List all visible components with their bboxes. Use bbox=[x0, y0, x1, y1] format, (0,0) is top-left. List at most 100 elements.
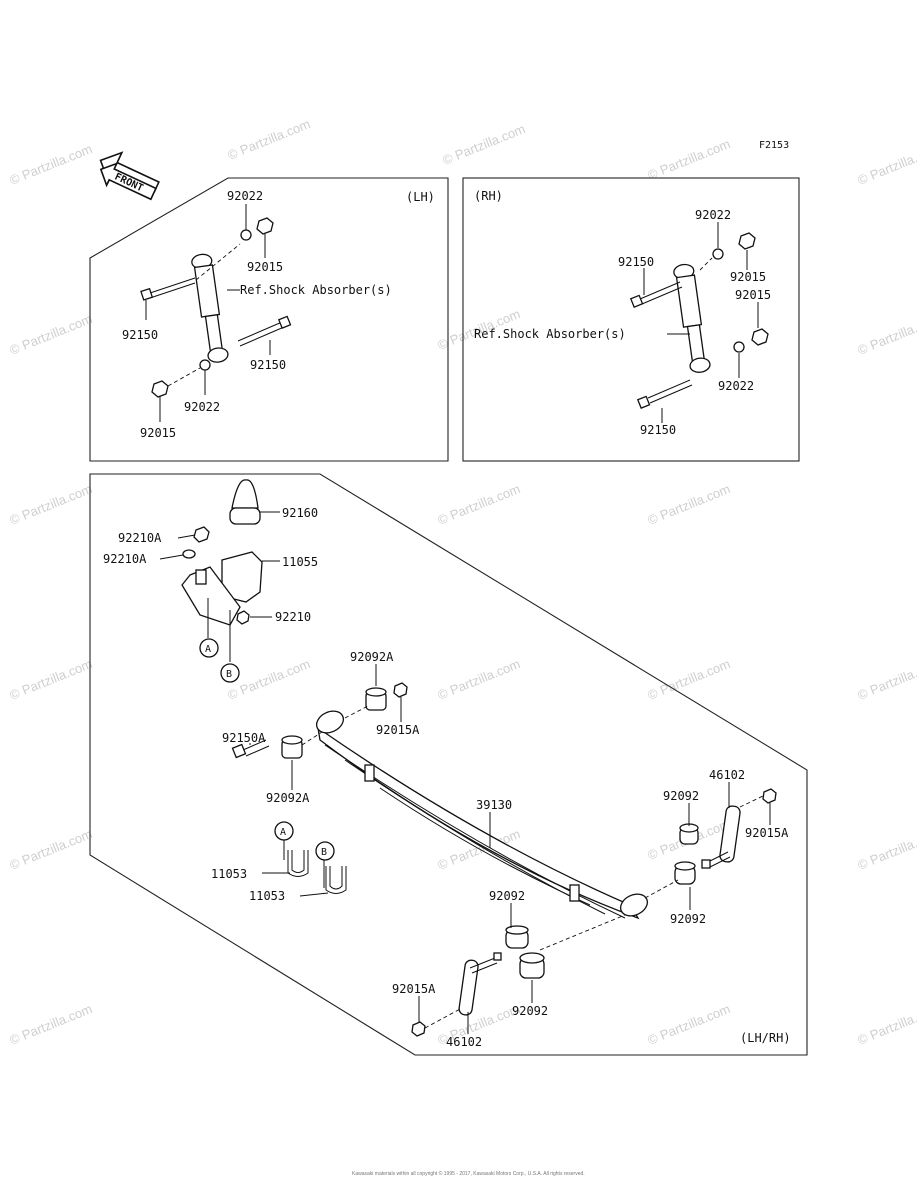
label-92022: 92022 bbox=[184, 400, 220, 414]
watermark: © Partzilla.com bbox=[436, 481, 523, 528]
leaf-spring-39130 bbox=[315, 710, 649, 920]
callout-b: B bbox=[226, 669, 232, 680]
callout-b-circle bbox=[315, 841, 335, 861]
bump-stop-92160 bbox=[229, 479, 280, 525]
bushing-92092-r1 bbox=[679, 823, 699, 845]
callout-a: A bbox=[280, 827, 286, 838]
rh-panel: (RH) 92022 92150 92015 bbox=[462, 177, 800, 462]
callout-b-circle bbox=[220, 663, 240, 683]
label-92150: 92150 bbox=[250, 358, 286, 372]
bushing-92092A-bot bbox=[281, 735, 303, 759]
label-92015: 92015 bbox=[247, 260, 283, 274]
bolt-92150-lh-bot bbox=[237, 315, 292, 347]
nut-92015A-right bbox=[762, 788, 777, 804]
label-92210A: 92210A bbox=[118, 531, 162, 545]
label-92092A: 92092A bbox=[350, 650, 394, 664]
nut-92015-rh-top bbox=[738, 232, 756, 250]
label-92150: 92150 bbox=[640, 423, 676, 437]
label-92015A: 92015A bbox=[376, 723, 420, 737]
watermark: © Partzilla.com bbox=[226, 656, 313, 703]
nut-92015A-left bbox=[411, 1021, 426, 1037]
shackle-46102-bottom bbox=[458, 952, 502, 1016]
washer-92210A bbox=[182, 549, 196, 559]
watermark: © Partzilla.com bbox=[8, 141, 95, 188]
u-bolt-11053-b bbox=[323, 860, 347, 894]
label-92092: 92092 bbox=[512, 1004, 548, 1018]
label-92015A: 92015A bbox=[392, 982, 436, 996]
label-92210A: 92210A bbox=[103, 552, 147, 566]
label-11053: 11053 bbox=[249, 889, 285, 903]
watermark: © Partzilla.com bbox=[856, 656, 917, 703]
label-39130: 39130 bbox=[476, 798, 512, 812]
watermark: © Partzilla.com bbox=[436, 656, 523, 703]
rh-panel-label: (RH) bbox=[474, 189, 503, 203]
label-92015A: 92015A bbox=[745, 826, 789, 840]
bushing-92092-c2 bbox=[519, 952, 545, 979]
bushing-92092-r2 bbox=[674, 861, 696, 885]
label-92022: 92022 bbox=[695, 208, 731, 222]
label-11053: 11053 bbox=[211, 867, 247, 881]
label-92150: 92150 bbox=[122, 328, 158, 342]
nut-92015-lh-bot bbox=[151, 380, 169, 398]
watermark: © Partzilla.com bbox=[856, 1001, 917, 1048]
lh-panel-label: (LH) bbox=[406, 190, 435, 204]
front-arrow: FRONT bbox=[99, 151, 160, 201]
washer-92022-rh-bot bbox=[733, 341, 745, 353]
label-92150A: 92150A bbox=[222, 731, 266, 745]
label-92160: 92160 bbox=[282, 506, 318, 520]
callout-a: A bbox=[205, 644, 211, 655]
copyright-footer: Kawasaki materials within all copyright … bbox=[352, 1170, 585, 1177]
nut-92015A-top bbox=[393, 682, 408, 698]
washer-92022-lh-top bbox=[240, 229, 252, 241]
shock-absorber-lh bbox=[191, 253, 229, 363]
ref-shock-absorber-label: Ref.Shock Absorber(s) bbox=[240, 283, 392, 297]
label-92015: 92015 bbox=[735, 288, 771, 302]
leaf-spring-panel: (LH/RH) A B bbox=[89, 473, 808, 1056]
washer-92022-lh-bot bbox=[199, 359, 211, 371]
watermark-layer: © Partzilla.com © Partzilla.com © Partzi… bbox=[8, 116, 917, 1048]
label-92150: 92150 bbox=[618, 255, 654, 269]
label-46102: 46102 bbox=[709, 768, 745, 782]
watermark: © Partzilla.com bbox=[8, 656, 95, 703]
label-92092A: 92092A bbox=[266, 791, 310, 805]
watermark: © Partzilla.com bbox=[856, 141, 917, 188]
watermark: © Partzilla.com bbox=[646, 136, 733, 183]
watermark: © Partzilla.com bbox=[646, 1001, 733, 1048]
nut-92210A bbox=[193, 526, 210, 543]
shock-absorber-rh bbox=[673, 263, 711, 373]
figure-code: F2153 bbox=[759, 140, 789, 151]
callout-b: B bbox=[321, 847, 327, 858]
callout-a-circle bbox=[274, 821, 294, 841]
lh-panel-frame bbox=[89, 177, 449, 462]
label-92210: 92210 bbox=[275, 610, 311, 624]
watermark: © Partzilla.com bbox=[441, 121, 528, 168]
bolt-92150-lh-top bbox=[140, 243, 241, 301]
watermark: © Partzilla.com bbox=[8, 1001, 95, 1048]
watermark: © Partzilla.com bbox=[646, 481, 733, 528]
watermark: © Partzilla.com bbox=[8, 481, 95, 528]
label-92015: 92015 bbox=[730, 270, 766, 284]
rh-panel-frame bbox=[462, 177, 800, 462]
bolt-92150A bbox=[231, 739, 270, 759]
label-92092: 92092 bbox=[670, 912, 706, 926]
label-92092: 92092 bbox=[663, 789, 699, 803]
label-92015: 92015 bbox=[140, 426, 176, 440]
watermark: © Partzilla.com bbox=[8, 826, 95, 873]
shackle-46102-right bbox=[701, 805, 741, 869]
watermark: © Partzilla.com bbox=[856, 826, 917, 873]
label-11055: 11055 bbox=[282, 555, 318, 569]
nut-92210 bbox=[236, 610, 250, 625]
bushing-92092A-top bbox=[365, 687, 387, 711]
callout-a-circle bbox=[199, 638, 219, 658]
label-92022: 92022 bbox=[718, 379, 754, 393]
lh-panel: (LH) 92022 bbox=[89, 177, 449, 462]
label-46102: 46102 bbox=[446, 1035, 482, 1049]
watermark: © Partzilla.com bbox=[856, 311, 917, 358]
lhrh-panel-label: (LH/RH) bbox=[740, 1031, 791, 1045]
washer-92022-rh-top bbox=[712, 248, 724, 260]
watermark: © Partzilla.com bbox=[8, 311, 95, 358]
leaf-spring-panel-frame bbox=[89, 473, 808, 1056]
nut-92015-lh-top bbox=[256, 217, 274, 235]
bolt-92150-rh-top bbox=[629, 281, 683, 308]
